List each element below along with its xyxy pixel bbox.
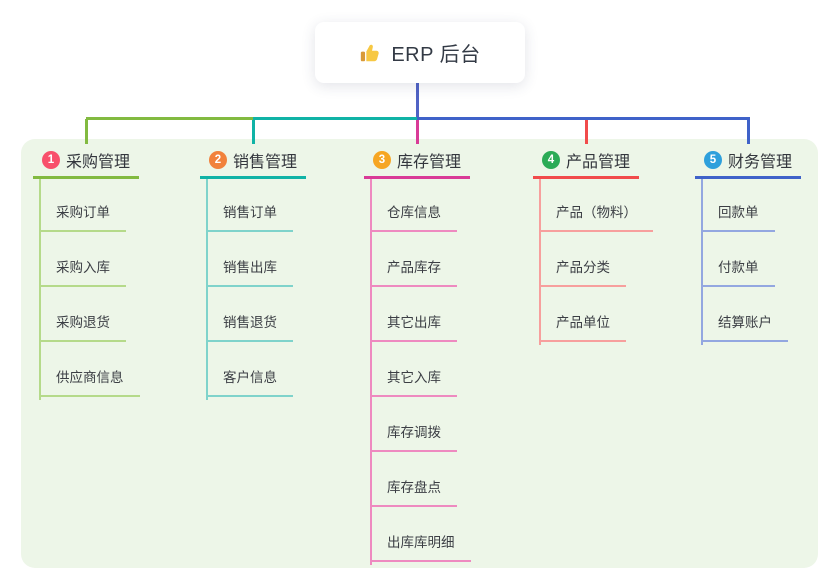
branch-node-5: 5 财务管理 回款单付款单结算账户 (695, 146, 801, 345)
branches-panel (21, 139, 818, 568)
branch-number-badge: 2 (208, 150, 227, 169)
thumbs-up-icon (359, 42, 381, 64)
branch-item[interactable]: 库存盘点 (370, 478, 457, 507)
branch-item[interactable]: 采购订单 (39, 203, 126, 232)
root-node[interactable]: ERP 后台 (315, 22, 525, 83)
branch-number-badge: 3 (372, 150, 391, 169)
branch-tree-line (370, 179, 372, 565)
branch-item[interactable]: 产品库存 (370, 258, 457, 287)
branch-title[interactable]: 5 财务管理 (695, 146, 801, 179)
branch-item[interactable]: 产品单位 (539, 313, 626, 342)
branch-title-label: 库存管理 (396, 153, 461, 171)
branch-node-1: 1 采购管理 采购订单采购入库采购退货供应商信息 (33, 146, 140, 400)
branch-horizontal-line (253, 117, 419, 120)
branch-title-label: 采购管理 (65, 153, 130, 171)
branch-item[interactable]: 其它出库 (370, 313, 457, 342)
branch-horizontal-line (86, 117, 419, 120)
branch-item[interactable]: 仓库信息 (370, 203, 457, 232)
branch-title-label: 销售管理 (232, 153, 297, 171)
branch-item[interactable]: 采购退货 (39, 313, 126, 342)
branch-tree-line (39, 179, 41, 400)
branch-title[interactable]: 1 采购管理 (33, 146, 139, 179)
branch-item[interactable]: 其它入库 (370, 368, 457, 397)
branch-number-badge: 1 (41, 150, 60, 169)
branch-item[interactable]: 出库库明细 (370, 533, 471, 562)
branch-number-badge: 5 (703, 150, 722, 169)
branch-item[interactable]: 供应商信息 (39, 368, 140, 397)
branch-node-4: 4 产品管理 产品（物料） 产品分类产品单位 (533, 146, 653, 345)
branch-item[interactable]: 客户信息 (206, 368, 293, 397)
branch-tree-line (206, 179, 208, 400)
branch-item[interactable]: 付款单 (701, 258, 775, 287)
branch-item[interactable]: 回款单 (701, 203, 775, 232)
branch-tree-line (539, 179, 541, 345)
branch-item[interactable]: 产品（物料） (539, 203, 653, 232)
branch-title[interactable]: 2 销售管理 (200, 146, 306, 179)
branch-tree-line (701, 179, 703, 345)
branch-title[interactable]: 3 库存管理 (364, 146, 470, 179)
branch-item[interactable]: 产品分类 (539, 258, 626, 287)
branch-number-badge: 4 (541, 150, 560, 169)
branch-item[interactable]: 销售订单 (206, 203, 293, 232)
branch-horizontal-line (417, 117, 750, 120)
root-connector-line (415, 83, 419, 120)
branch-horizontal-line (417, 117, 588, 120)
branch-item[interactable]: 结算账户 (701, 313, 788, 342)
branch-title-label: 产品管理 (565, 153, 630, 171)
branch-item[interactable]: 库存调拨 (370, 423, 457, 452)
branch-node-2: 2 销售管理 销售订单销售出库销售退货客户信息 (200, 146, 306, 400)
branch-title[interactable]: 4 产品管理 (533, 146, 639, 179)
branch-item[interactable]: 采购入库 (39, 258, 126, 287)
root-title: ERP 后台 (391, 44, 481, 66)
branch-title-label: 财务管理 (727, 153, 792, 171)
branch-item[interactable]: 销售退货 (206, 313, 293, 342)
branch-node-3: 3 库存管理 仓库信息产品库存其它出库其它入库库存调拨库存盘点出库库明细 (364, 146, 471, 565)
branch-item[interactable]: 销售出库 (206, 258, 293, 287)
